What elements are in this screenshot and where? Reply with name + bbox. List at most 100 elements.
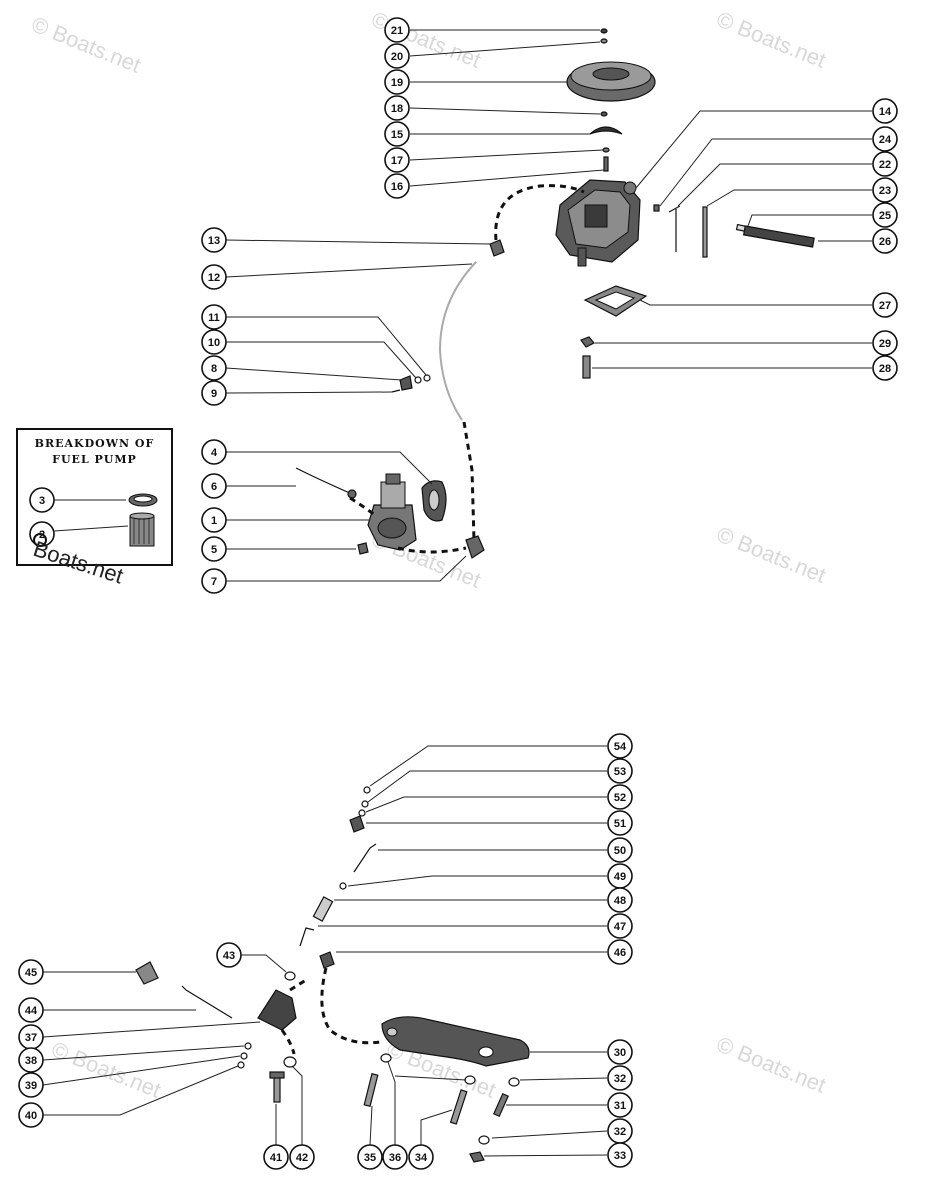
callout-4: 4 <box>201 439 227 465</box>
svg-text:53: 53 <box>614 766 626 778</box>
callout-38: 38 <box>18 1047 44 1073</box>
svg-text:20: 20 <box>391 51 403 63</box>
svg-text:27: 27 <box>879 300 891 312</box>
svg-text:38: 38 <box>25 1055 37 1067</box>
callout-54: 54 <box>607 733 633 759</box>
callout-20: 20 <box>384 43 410 69</box>
svg-text:13: 13 <box>208 235 220 247</box>
callout-49: 49 <box>607 863 633 889</box>
callout-22: 22 <box>872 151 898 177</box>
svg-text:32: 32 <box>614 1073 626 1085</box>
linkage-assembly-parts <box>135 786 530 1163</box>
callout-24: 24 <box>872 126 898 152</box>
callout-41: 41 <box>263 1144 289 1170</box>
lower-leader-lines <box>42 745 608 1157</box>
svg-text:32: 32 <box>614 1126 626 1138</box>
callout-40: 40 <box>18 1102 44 1128</box>
callout-37: 37 <box>18 1024 44 1050</box>
lower-dashed-routing <box>280 967 381 1055</box>
svg-text:5: 5 <box>211 544 217 556</box>
callout-51: 51 <box>607 810 633 836</box>
callout-53: 53 <box>607 758 633 784</box>
svg-text:21: 21 <box>391 25 403 37</box>
callout-34: 34 <box>408 1144 434 1170</box>
carburetor-assembly-parts <box>295 28 815 559</box>
svg-text:7: 7 <box>211 576 217 588</box>
callout-47: 47 <box>607 913 633 939</box>
svg-text:52: 52 <box>614 792 626 804</box>
callout-35: 35 <box>357 1144 383 1170</box>
svg-text:48: 48 <box>614 895 626 907</box>
callout-23: 23 <box>872 177 898 203</box>
callout-7: 7 <box>201 568 227 594</box>
callout-48: 48 <box>607 887 633 913</box>
svg-text:3: 3 <box>39 495 45 507</box>
svg-text:8: 8 <box>211 363 217 375</box>
svg-text:43: 43 <box>223 950 235 962</box>
svg-text:14: 14 <box>879 106 892 118</box>
svg-text:28: 28 <box>879 363 891 375</box>
svg-text:49: 49 <box>614 871 626 883</box>
svg-text:16: 16 <box>391 181 403 193</box>
callout-16: 16 <box>384 173 410 199</box>
callout-42: 42 <box>289 1144 315 1170</box>
watermark-text: © Boats.net <box>713 1031 829 1097</box>
breakdown-title: BREAKDOWN OF FUEL PUMP <box>34 437 155 466</box>
callout-26: 26 <box>872 228 898 254</box>
svg-text:25: 25 <box>879 210 891 222</box>
svg-text:22: 22 <box>879 159 891 171</box>
upper-leader-lines <box>225 29 872 582</box>
callout-30: 30 <box>607 1039 633 1065</box>
callout-52: 52 <box>607 784 633 810</box>
callout-45: 45 <box>18 959 44 985</box>
watermark-text: © Boats.net <box>713 521 829 587</box>
svg-text:51: 51 <box>614 818 626 830</box>
svg-text:50: 50 <box>614 845 626 857</box>
upper-dashed-routing <box>349 184 585 554</box>
callout-1: 1 <box>201 507 227 533</box>
callout-5: 5 <box>201 536 227 562</box>
callout-19: 19 <box>384 69 410 95</box>
callout-50: 50 <box>607 837 633 863</box>
svg-text:54: 54 <box>614 741 627 753</box>
svg-text:37: 37 <box>25 1032 37 1044</box>
svg-text:24: 24 <box>879 134 892 146</box>
callout-25: 25 <box>872 202 898 228</box>
svg-text:44: 44 <box>25 1005 38 1017</box>
callout-18: 18 <box>384 95 410 121</box>
callout-33: 33 <box>607 1142 633 1168</box>
svg-text:33: 33 <box>614 1150 626 1162</box>
svg-text:10: 10 <box>208 337 220 349</box>
callout-44: 44 <box>18 997 44 1023</box>
watermark-text: © Boats.net <box>713 6 829 72</box>
callout-39: 39 <box>18 1072 44 1098</box>
lower-callouts: 54 53 52 51 50 49 48 47 46 43 45 44 37 3… <box>18 733 633 1170</box>
svg-text:31: 31 <box>614 1100 626 1112</box>
callout-32: 32 <box>607 1118 633 1144</box>
callout-17: 17 <box>384 147 410 173</box>
svg-text:26: 26 <box>879 236 891 248</box>
fuel-pump-breakdown-box: BREAKDOWN OF FUEL PUMP 3 2 <box>16 428 173 566</box>
fuel-pump <box>367 473 417 551</box>
svg-text:11: 11 <box>208 312 220 324</box>
svg-text:39: 39 <box>25 1080 37 1092</box>
svg-text:17: 17 <box>391 155 403 167</box>
callout-28: 28 <box>872 355 898 381</box>
callout-29: 29 <box>872 330 898 356</box>
svg-text:29: 29 <box>879 338 891 350</box>
svg-text:23: 23 <box>879 185 891 197</box>
svg-text:40: 40 <box>25 1110 37 1122</box>
callout-6: 6 <box>201 473 227 499</box>
svg-text:15: 15 <box>391 129 403 141</box>
callout-46: 46 <box>607 939 633 965</box>
callout-43: 43 <box>216 942 242 968</box>
callout-36: 36 <box>382 1144 408 1170</box>
svg-text:34: 34 <box>415 1152 428 1164</box>
callout-12: 12 <box>201 264 227 290</box>
callout-31: 31 <box>607 1092 633 1118</box>
svg-text:19: 19 <box>391 77 403 89</box>
svg-text:41: 41 <box>270 1152 282 1164</box>
svg-text:35: 35 <box>364 1152 376 1164</box>
svg-text:6: 6 <box>211 481 217 493</box>
